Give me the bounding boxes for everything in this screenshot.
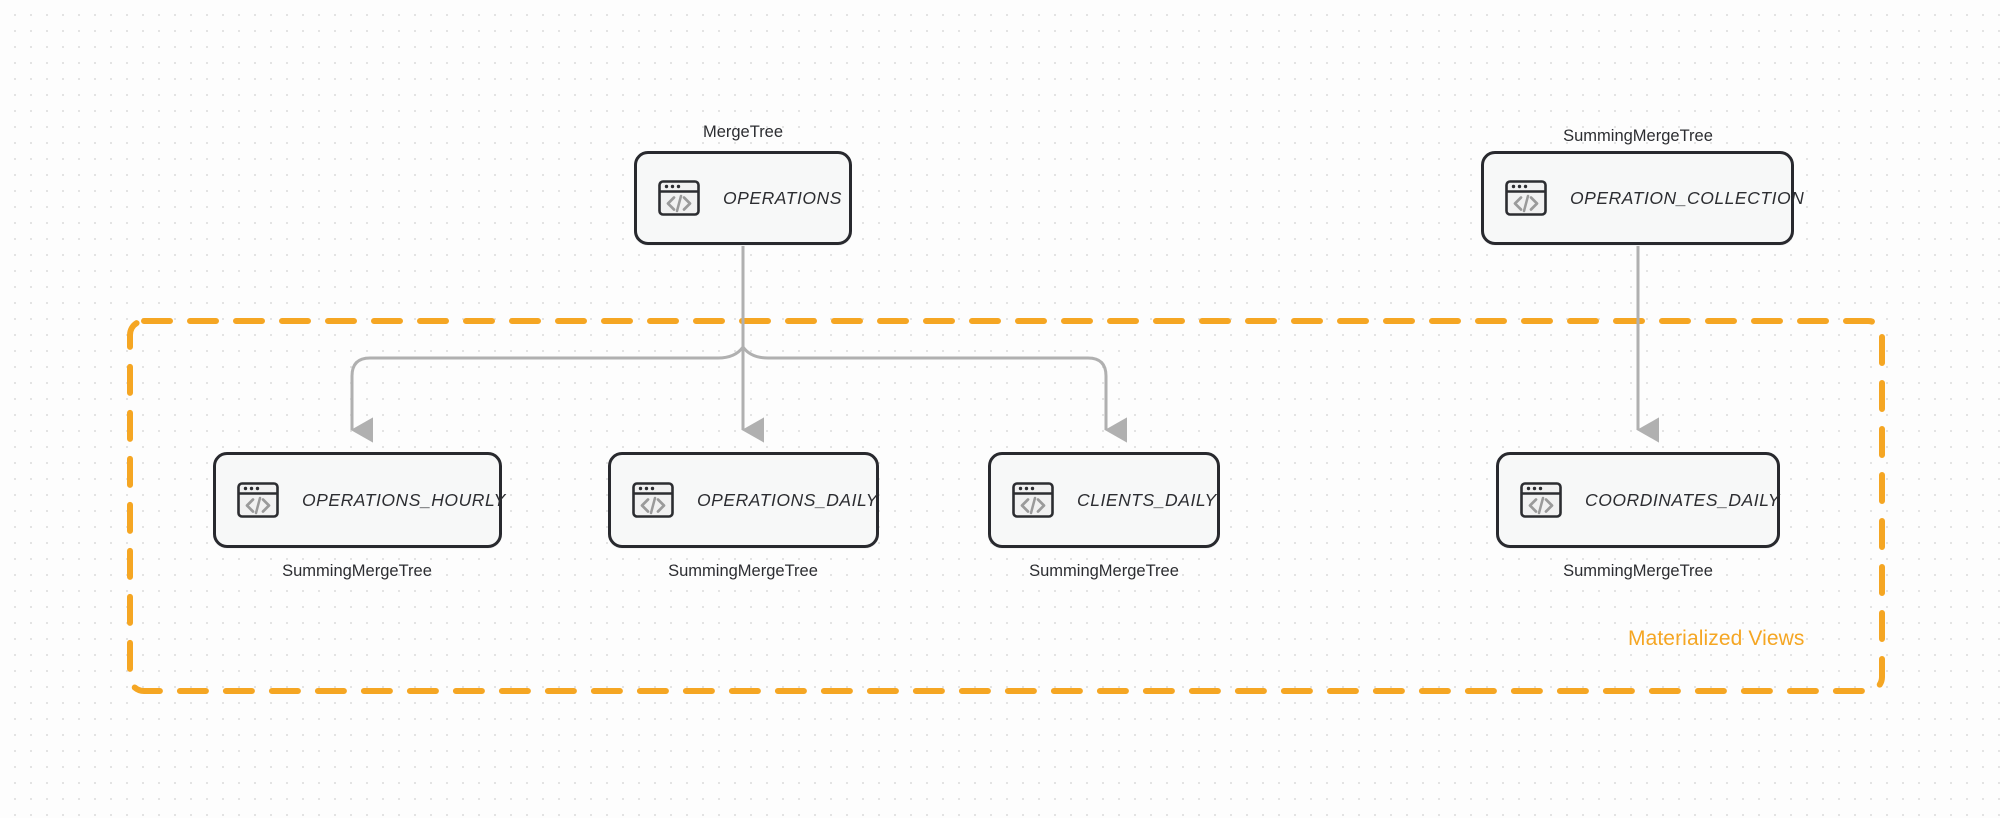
node-clients-daily[interactable]: CLIENTS_DAILY	[988, 452, 1220, 548]
code-window-icon	[237, 482, 279, 518]
engine-caption-coordinates-daily: SummingMergeTree	[1563, 562, 1713, 580]
edge-operations-to-clients-daily	[741, 346, 1127, 443]
node-label-operations-daily: OPERATIONS_DAILY	[697, 489, 878, 510]
node-label-clients-daily: CLIENTS_DAILY	[1077, 489, 1217, 510]
node-label-operations: OPERATIONS	[723, 187, 842, 208]
engine-caption-operations-hourly: SummingMergeTree	[282, 562, 432, 580]
node-operations-hourly[interactable]: OPERATIONS_HOURLY	[213, 452, 505, 548]
node-operations-daily[interactable]: OPERATIONS_DAILY	[608, 452, 879, 548]
code-window-icon	[632, 482, 674, 518]
code-window-icon	[1520, 482, 1562, 518]
node-coordinates-daily[interactable]: COORDINATES_DAILY	[1496, 452, 1780, 548]
engine-caption-operations-daily: SummingMergeTree	[668, 562, 818, 580]
engine-caption-operations: MergeTree	[702, 123, 784, 141]
node-operation-collection[interactable]: OPERATION_COLLECTION	[1481, 151, 1804, 245]
node-label-operations-hourly: OPERATIONS_HOURLY	[302, 489, 506, 510]
node-label-operation-collection: OPERATION_COLLECTION	[1570, 187, 1805, 208]
node-label-coordinates-daily: COORDINATES_DAILY	[1585, 489, 1781, 510]
code-window-icon	[658, 180, 700, 216]
code-window-icon	[1012, 482, 1054, 518]
materialized-views-group-border	[127, 318, 1885, 694]
code-window-icon	[1505, 180, 1547, 216]
edge-operations-to-operations-hourly	[350, 346, 745, 443]
engine-caption-clients-daily: SummingMergeTree	[1029, 562, 1179, 580]
engine-caption-operation-collection: SummingMergeTree	[1563, 127, 1713, 145]
materialized-views-caption: Materialized Views	[1628, 627, 1805, 650]
node-operations[interactable]: OPERATIONS	[634, 151, 852, 245]
